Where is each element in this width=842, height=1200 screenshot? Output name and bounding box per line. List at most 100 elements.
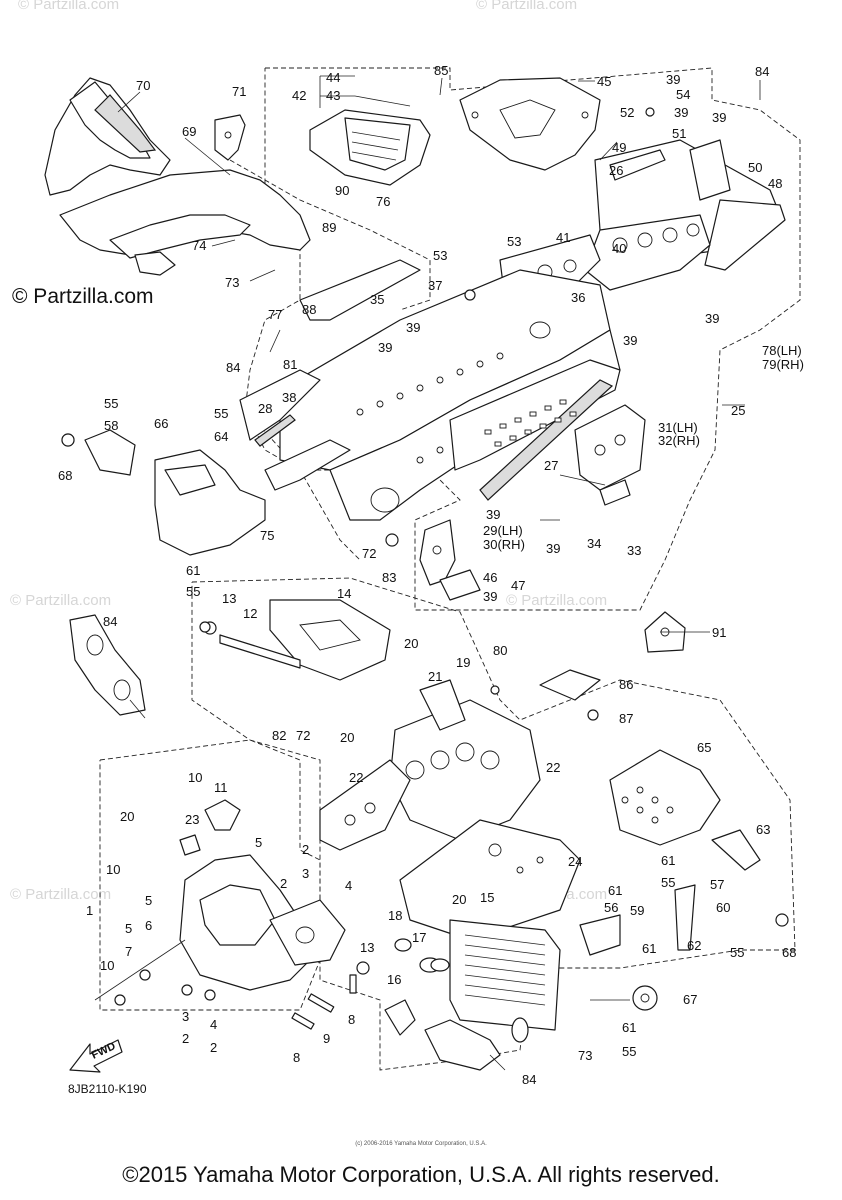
callout-label: 61: [186, 563, 200, 578]
callout-label: 20: [120, 809, 134, 824]
callout-label: 22: [349, 770, 363, 785]
copyright-notice: ©2015 Yamaha Motor Corporation, U.S.A. A…: [122, 1162, 720, 1187]
watermark-faint: © Partzilla.com: [506, 592, 608, 609]
callout-label: 39: [546, 541, 560, 556]
callout-label: 83: [382, 570, 396, 585]
callout-label: 66: [154, 416, 168, 431]
callout-label: 55: [622, 1044, 636, 1059]
small-copyright-note: (c) 2006-2016 Yamaha Motor Corporation, …: [355, 1141, 487, 1147]
callout-label: 14: [337, 586, 351, 601]
callout-label: 10: [100, 958, 114, 973]
callout-label: 22: [546, 760, 560, 775]
callout-label: 13: [360, 940, 374, 955]
callout-label: 58: [104, 418, 118, 433]
callout-label: 20: [452, 892, 466, 907]
callout-label: 70: [136, 78, 150, 93]
callout-label: 39: [378, 340, 392, 355]
callout-label: 61: [608, 883, 622, 898]
callout-label: 53: [433, 248, 447, 263]
callout-label: 5: [145, 893, 152, 908]
callout-label: 28: [258, 401, 272, 416]
callout-label: 56: [604, 900, 618, 915]
diagram-code: 8JB2110-K190: [68, 1082, 147, 1096]
callout-label: 30(RH): [483, 537, 525, 552]
callout-label: 48: [768, 176, 782, 191]
callout-label: 8: [293, 1050, 300, 1065]
callout-label: 35: [370, 292, 384, 307]
part-running-board-27: [449, 359, 621, 501]
callout-label: 42: [292, 88, 306, 103]
callout-label: 87: [619, 711, 633, 726]
part-pipe-84: [384, 999, 501, 1071]
callout-label: 68: [782, 945, 796, 960]
callout-label: 29(LH): [483, 523, 523, 538]
callout-label: 2: [210, 1040, 217, 1055]
callout-label: 89: [322, 220, 336, 235]
callout-label: 73: [225, 275, 239, 290]
leader-lines: [94, 75, 761, 1071]
watermark-faint: © Partzilla.com: [476, 0, 578, 13]
part-flange-67: [632, 985, 658, 1011]
callout-label: 61: [661, 853, 675, 868]
callout-label: 3: [302, 866, 309, 881]
part-plate-86: [539, 669, 601, 701]
callout-label: 55: [661, 875, 675, 890]
callout-label: 1: [86, 903, 93, 918]
callout-label: 52: [620, 105, 634, 120]
part-bracket-71: [214, 114, 246, 161]
part-lower-frame-24: [399, 819, 581, 941]
callout-label: 3: [182, 1009, 189, 1024]
callout-label: 49: [612, 140, 626, 155]
callout-label: 45: [597, 74, 611, 89]
callout-label: 33: [627, 543, 641, 558]
watermark-faint: © Partzilla.com: [10, 592, 112, 609]
part-front-bracket-84: [69, 614, 146, 716]
part-ecu-bracket: [309, 109, 431, 186]
callout-label: 55: [186, 584, 200, 599]
callout-label: 73: [578, 1048, 592, 1063]
part-plate-14: [269, 599, 391, 681]
callout-label: 4: [210, 1017, 217, 1032]
callout-label: 39: [483, 589, 497, 604]
callout-label: 6: [145, 918, 152, 933]
part-skid-plate-65: [609, 749, 721, 846]
callout-label: 4: [345, 878, 352, 893]
callout-label: 85: [434, 63, 448, 78]
callout-label: 20: [340, 730, 354, 745]
callout-label: 50: [748, 160, 762, 175]
callout-label: 82: [272, 728, 286, 743]
callout-label: 69: [182, 124, 196, 139]
callout-label: 26: [609, 163, 623, 178]
callout-label: 25: [731, 403, 745, 418]
callout-label: 27: [544, 458, 558, 473]
partzilla-watermark: © Partzilla.com: [12, 285, 154, 308]
callout-label: 80: [493, 643, 507, 658]
callout-label: 91: [712, 625, 726, 640]
callout-label: 39: [705, 311, 719, 326]
callout-label: 39: [486, 507, 500, 522]
callout-label: 61: [642, 941, 656, 956]
callout-label: 17: [412, 930, 426, 945]
callout-label: 23: [185, 812, 199, 827]
part-guard-26: [459, 77, 601, 171]
callout-label: 8: [348, 1012, 355, 1027]
callout-label: 32(RH): [658, 433, 700, 448]
callout-label: 84: [103, 614, 117, 629]
callout-label: 41: [556, 230, 570, 245]
callout-label: 75: [260, 528, 274, 543]
callout-label: 55: [730, 945, 744, 960]
watermark-faint: © Partzilla.com: [10, 886, 112, 903]
callout-label: 36: [571, 290, 585, 305]
callout-label: 72: [296, 728, 310, 743]
callout-label: 78(LH): [762, 343, 802, 358]
callout-label: 21: [428, 669, 442, 684]
callout-label: 15: [480, 890, 494, 905]
fasteners: [61, 107, 655, 1030]
callout-label: 81: [283, 357, 297, 372]
callout-label: 72: [362, 546, 376, 561]
callout-label: 71: [232, 84, 246, 99]
callout-label: 39: [712, 110, 726, 125]
callout-label: 2: [280, 876, 287, 891]
callout-labels: 70 71 69 74 73 44 42 43 85 45 39 84 54 5…: [58, 63, 804, 1087]
